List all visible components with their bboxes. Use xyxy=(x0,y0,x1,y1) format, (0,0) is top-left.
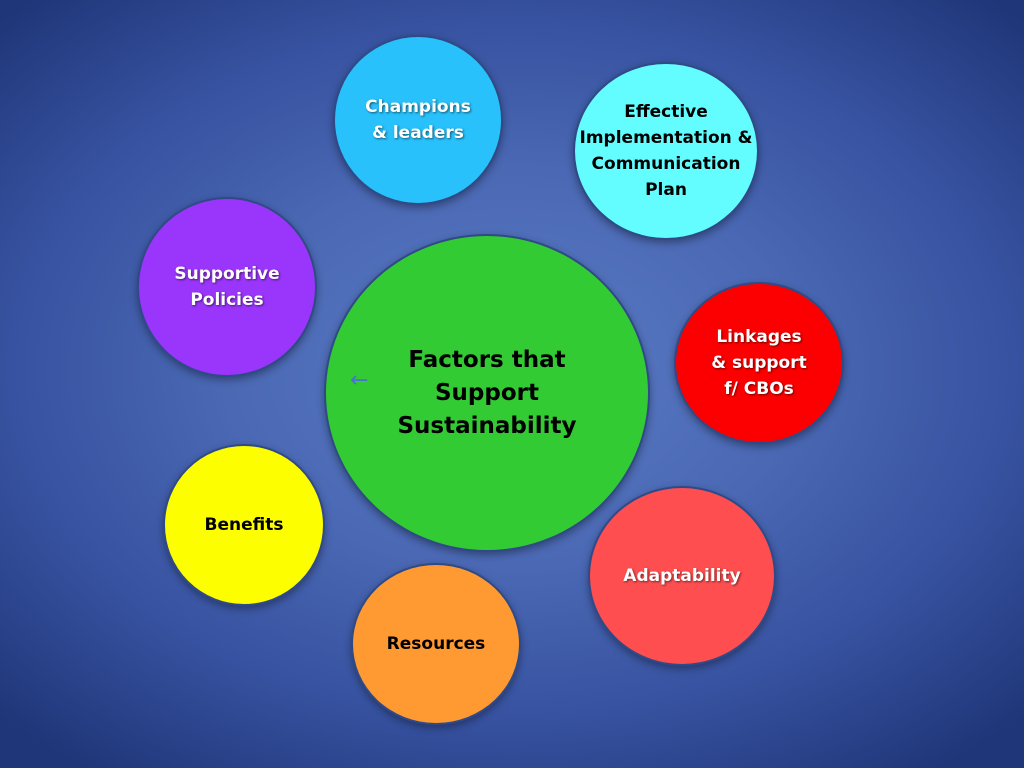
label-line: Resources xyxy=(386,634,486,654)
label-line: Effective xyxy=(624,102,708,122)
left-arrow-icon: ← xyxy=(350,368,369,393)
resources-label: Resources xyxy=(387,631,486,657)
label-line: Plan xyxy=(645,180,687,200)
label-line: Sustainability xyxy=(397,412,577,439)
champions-bubble: Champions & leaders xyxy=(333,35,503,205)
label-line: Support xyxy=(434,379,539,406)
label-line: Policies xyxy=(190,290,264,310)
adaptability-label: Adaptability xyxy=(623,563,740,589)
center-label: Factors that Support Sustainability xyxy=(397,344,576,443)
supportive-policies-bubble: Supportive Policies xyxy=(137,197,317,377)
champions-label: Champions & leaders xyxy=(365,94,471,146)
adaptability-bubble: Adaptability xyxy=(588,486,776,666)
label-line: Linkages xyxy=(716,327,802,347)
benefits-bubble: Benefits xyxy=(163,444,325,606)
label-line: Implementation & xyxy=(579,128,753,148)
label-line: & leaders xyxy=(372,123,464,143)
supportive-policies-label: Supportive Policies xyxy=(174,261,279,313)
label-line: & support xyxy=(711,353,807,373)
label-line: Supportive xyxy=(174,264,280,284)
label-line: Champions xyxy=(365,97,471,117)
linkages-label: Linkages & support f/ CBOs xyxy=(711,324,807,402)
resources-bubble: Resources xyxy=(351,563,521,725)
center-bubble: Factors that Support Sustainability xyxy=(324,234,650,552)
label-line: Communication xyxy=(591,154,741,174)
implementation-bubble: Effective Implementation & Communication… xyxy=(573,62,759,240)
label-line: Benefits xyxy=(204,515,284,535)
label-line: f/ CBOs xyxy=(724,379,794,399)
label-line: Adaptability xyxy=(623,566,741,586)
implementation-label: Effective Implementation & Communication… xyxy=(580,99,753,203)
benefits-label: Benefits xyxy=(205,512,284,538)
linkages-bubble: Linkages & support f/ CBOs xyxy=(674,282,844,444)
label-line: Factors that xyxy=(408,346,566,373)
